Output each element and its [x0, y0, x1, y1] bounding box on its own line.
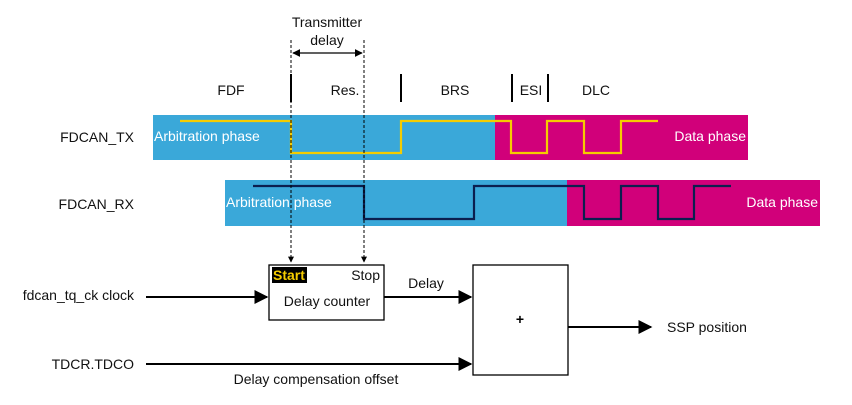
start-highlight — [272, 267, 307, 283]
field-esi: ESI — [520, 82, 543, 98]
delay-counter-stop: Stop — [351, 267, 380, 283]
transmitter-delay-label-line2: delay — [310, 32, 343, 48]
rx-arbitration-label: Arbitration phase — [226, 194, 332, 210]
delay-counter-start: Start — [273, 267, 305, 283]
rx-waveform — [253, 184, 731, 221]
field-fdf: FDF — [217, 82, 244, 98]
offset-caption: Delay compensation offset — [234, 371, 399, 387]
delay-output-label: Delay — [408, 275, 444, 291]
adder-block — [472, 264, 569, 376]
tx-signal-label: FDCAN_TX — [60, 129, 135, 145]
rx-signal-label: FDCAN_RX — [59, 196, 135, 212]
tx-arbitration-label: Arbitration phase — [154, 128, 260, 144]
tx-waveform — [180, 119, 658, 155]
ssp-position-label: SSP position — [667, 319, 747, 335]
field-res: Res. — [331, 82, 360, 98]
field-dlc: DLC — [582, 82, 610, 98]
offset-register-label: TDCR.TDCO — [52, 356, 135, 372]
delay-counter-name: Delay counter — [284, 293, 371, 309]
field-brs: BRS — [441, 82, 470, 98]
tx-data-label: Data phase — [674, 128, 746, 144]
transmitter-delay-label-line1: Transmitter — [292, 14, 363, 30]
clock-input-label: fdcan_tq_ck clock — [23, 287, 135, 303]
adder-symbol: + — [516, 311, 524, 327]
rx-data-label: Data phase — [746, 194, 818, 210]
